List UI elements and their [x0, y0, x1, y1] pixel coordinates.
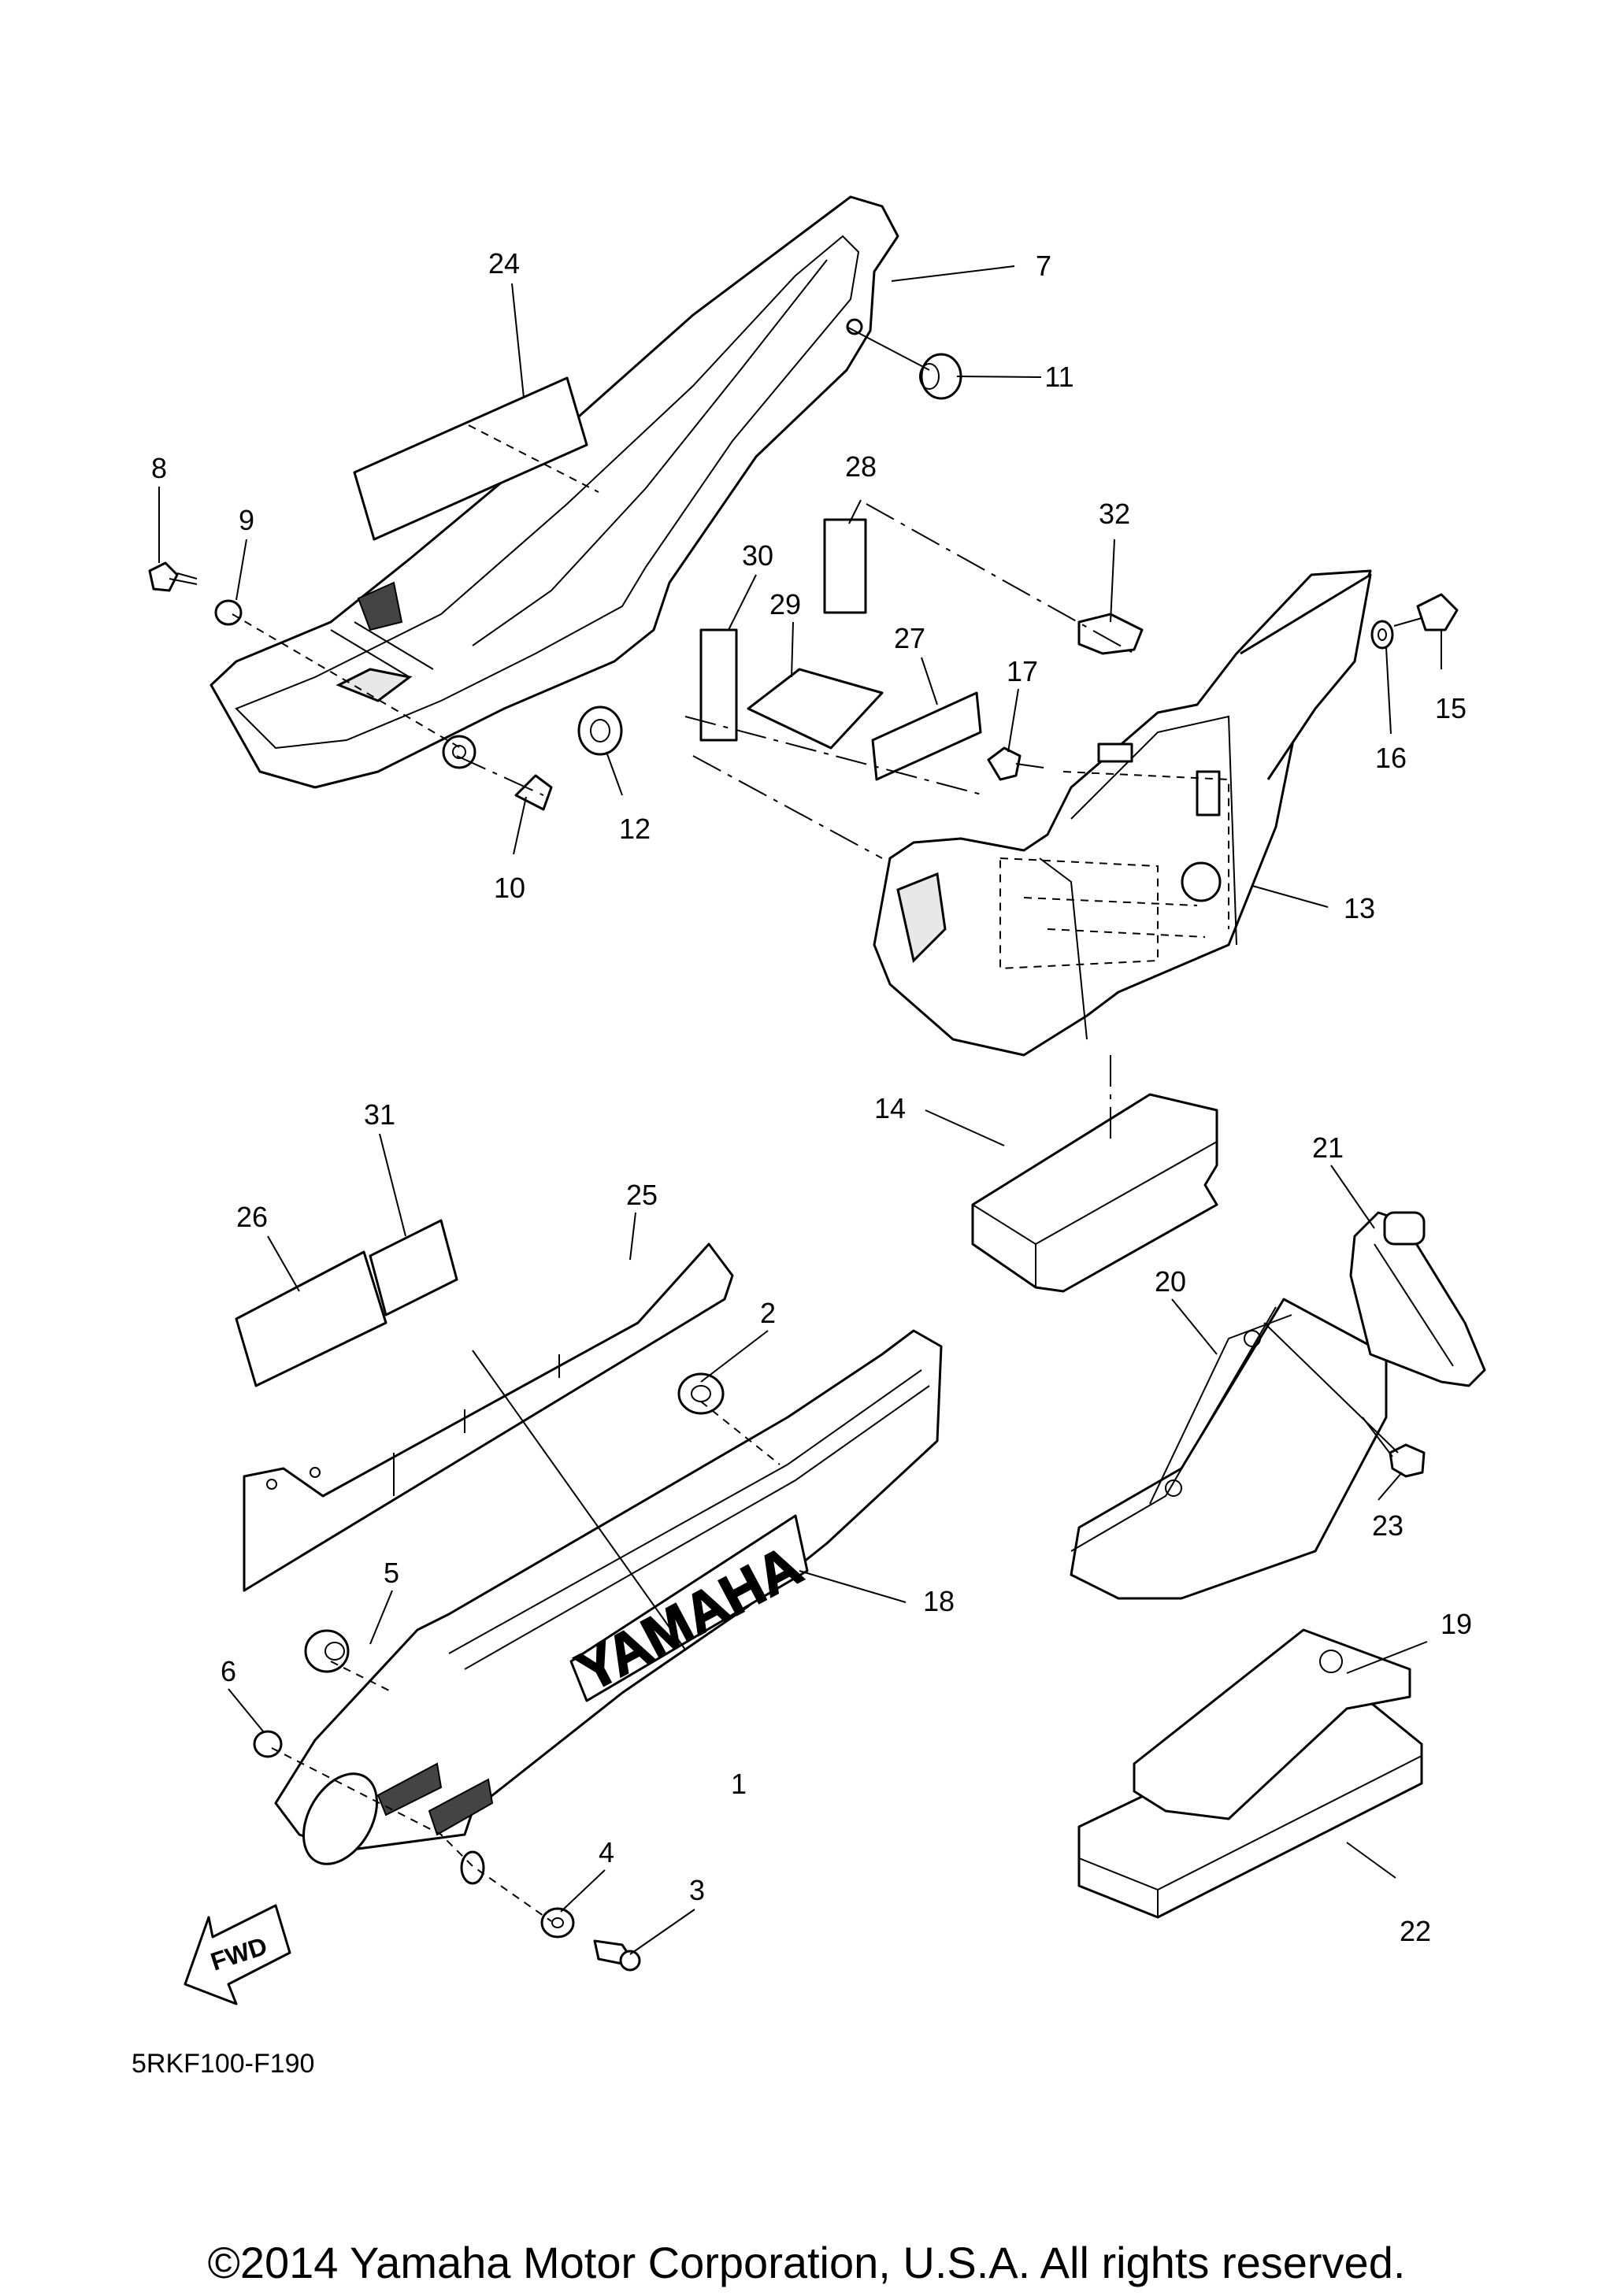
callout-31: 31	[364, 1098, 395, 1131]
callout-32: 32	[1099, 498, 1130, 530]
bolt-15	[1393, 593, 1459, 631]
callout-20: 20	[1155, 1265, 1186, 1298]
callout-16: 16	[1375, 742, 1407, 774]
callout-30: 30	[742, 539, 773, 572]
grommet-5	[304, 1629, 350, 1673]
decal-25	[243, 1242, 734, 1592]
grommet-12	[577, 705, 623, 756]
callout-27: 27	[894, 622, 925, 654]
callout-17: 17	[1007, 655, 1038, 687]
callout-26: 26	[236, 1201, 268, 1233]
callout-15: 15	[1435, 692, 1467, 724]
toolbox-20	[1070, 1298, 1388, 1600]
collar-9	[214, 599, 243, 626]
bolt-8	[148, 561, 198, 592]
grommet-11	[919, 353, 962, 400]
drawing-code: 5RKF100-F190	[132, 2049, 314, 2079]
callout-28: 28	[845, 450, 877, 483]
callout-4: 4	[599, 1836, 614, 1868]
side-cover-7	[210, 195, 899, 789]
callout-23: 23	[1372, 1509, 1403, 1542]
callout-1: 1	[731, 1768, 747, 1800]
decal-26	[235, 1250, 387, 1387]
callout-18: 18	[923, 1585, 955, 1617]
callout-29: 29	[769, 588, 801, 620]
pad-28	[823, 518, 867, 614]
tool-bag-19	[1133, 1628, 1411, 1820]
callout-12: 12	[619, 813, 651, 845]
decal-24	[353, 376, 599, 541]
pad-29	[747, 668, 884, 750]
callout-numbers: 1 2 3 4 5 6 7 8 9 10 11 12 13 14 15 16 1…	[151, 247, 1472, 1947]
callout-5: 5	[384, 1557, 399, 1589]
bolt-17	[987, 746, 1044, 781]
callout-10: 10	[494, 872, 525, 904]
decal-31	[369, 1219, 458, 1316]
callout-7: 7	[1036, 250, 1051, 282]
callout-6: 6	[221, 1655, 236, 1687]
washer-4	[540, 1907, 575, 1939]
washer-16	[1370, 620, 1394, 650]
callout-24: 24	[488, 247, 520, 280]
damper-10	[514, 774, 553, 811]
fwd-arrow: FWD	[184, 1904, 291, 2005]
callout-21: 21	[1312, 1131, 1344, 1164]
callout-22: 22	[1400, 1915, 1431, 1947]
callout-9: 9	[239, 504, 254, 536]
callout-8: 8	[151, 452, 167, 484]
callout-19: 19	[1441, 1608, 1472, 1640]
callout-25: 25	[626, 1179, 658, 1211]
pad-30	[699, 628, 738, 742]
leader-lines	[158, 265, 1442, 1955]
callout-3: 3	[689, 1874, 705, 1906]
callout-2: 2	[760, 1297, 776, 1329]
pad-14	[971, 1093, 1218, 1293]
callout-14: 14	[874, 1092, 906, 1124]
callout-11: 11	[1044, 361, 1073, 393]
tool-strap-21	[1349, 1211, 1486, 1387]
copyright-notice: ©2014 Yamaha Motor Corporation, U.S.A. A…	[208, 2238, 1406, 2287]
screw-3	[593, 1939, 641, 1972]
bracket-plate	[1240, 573, 1372, 780]
pad-27	[871, 691, 982, 781]
grommet-2	[677, 1372, 725, 1415]
callout-13: 13	[1344, 892, 1375, 924]
collar-6	[253, 1730, 283, 1758]
